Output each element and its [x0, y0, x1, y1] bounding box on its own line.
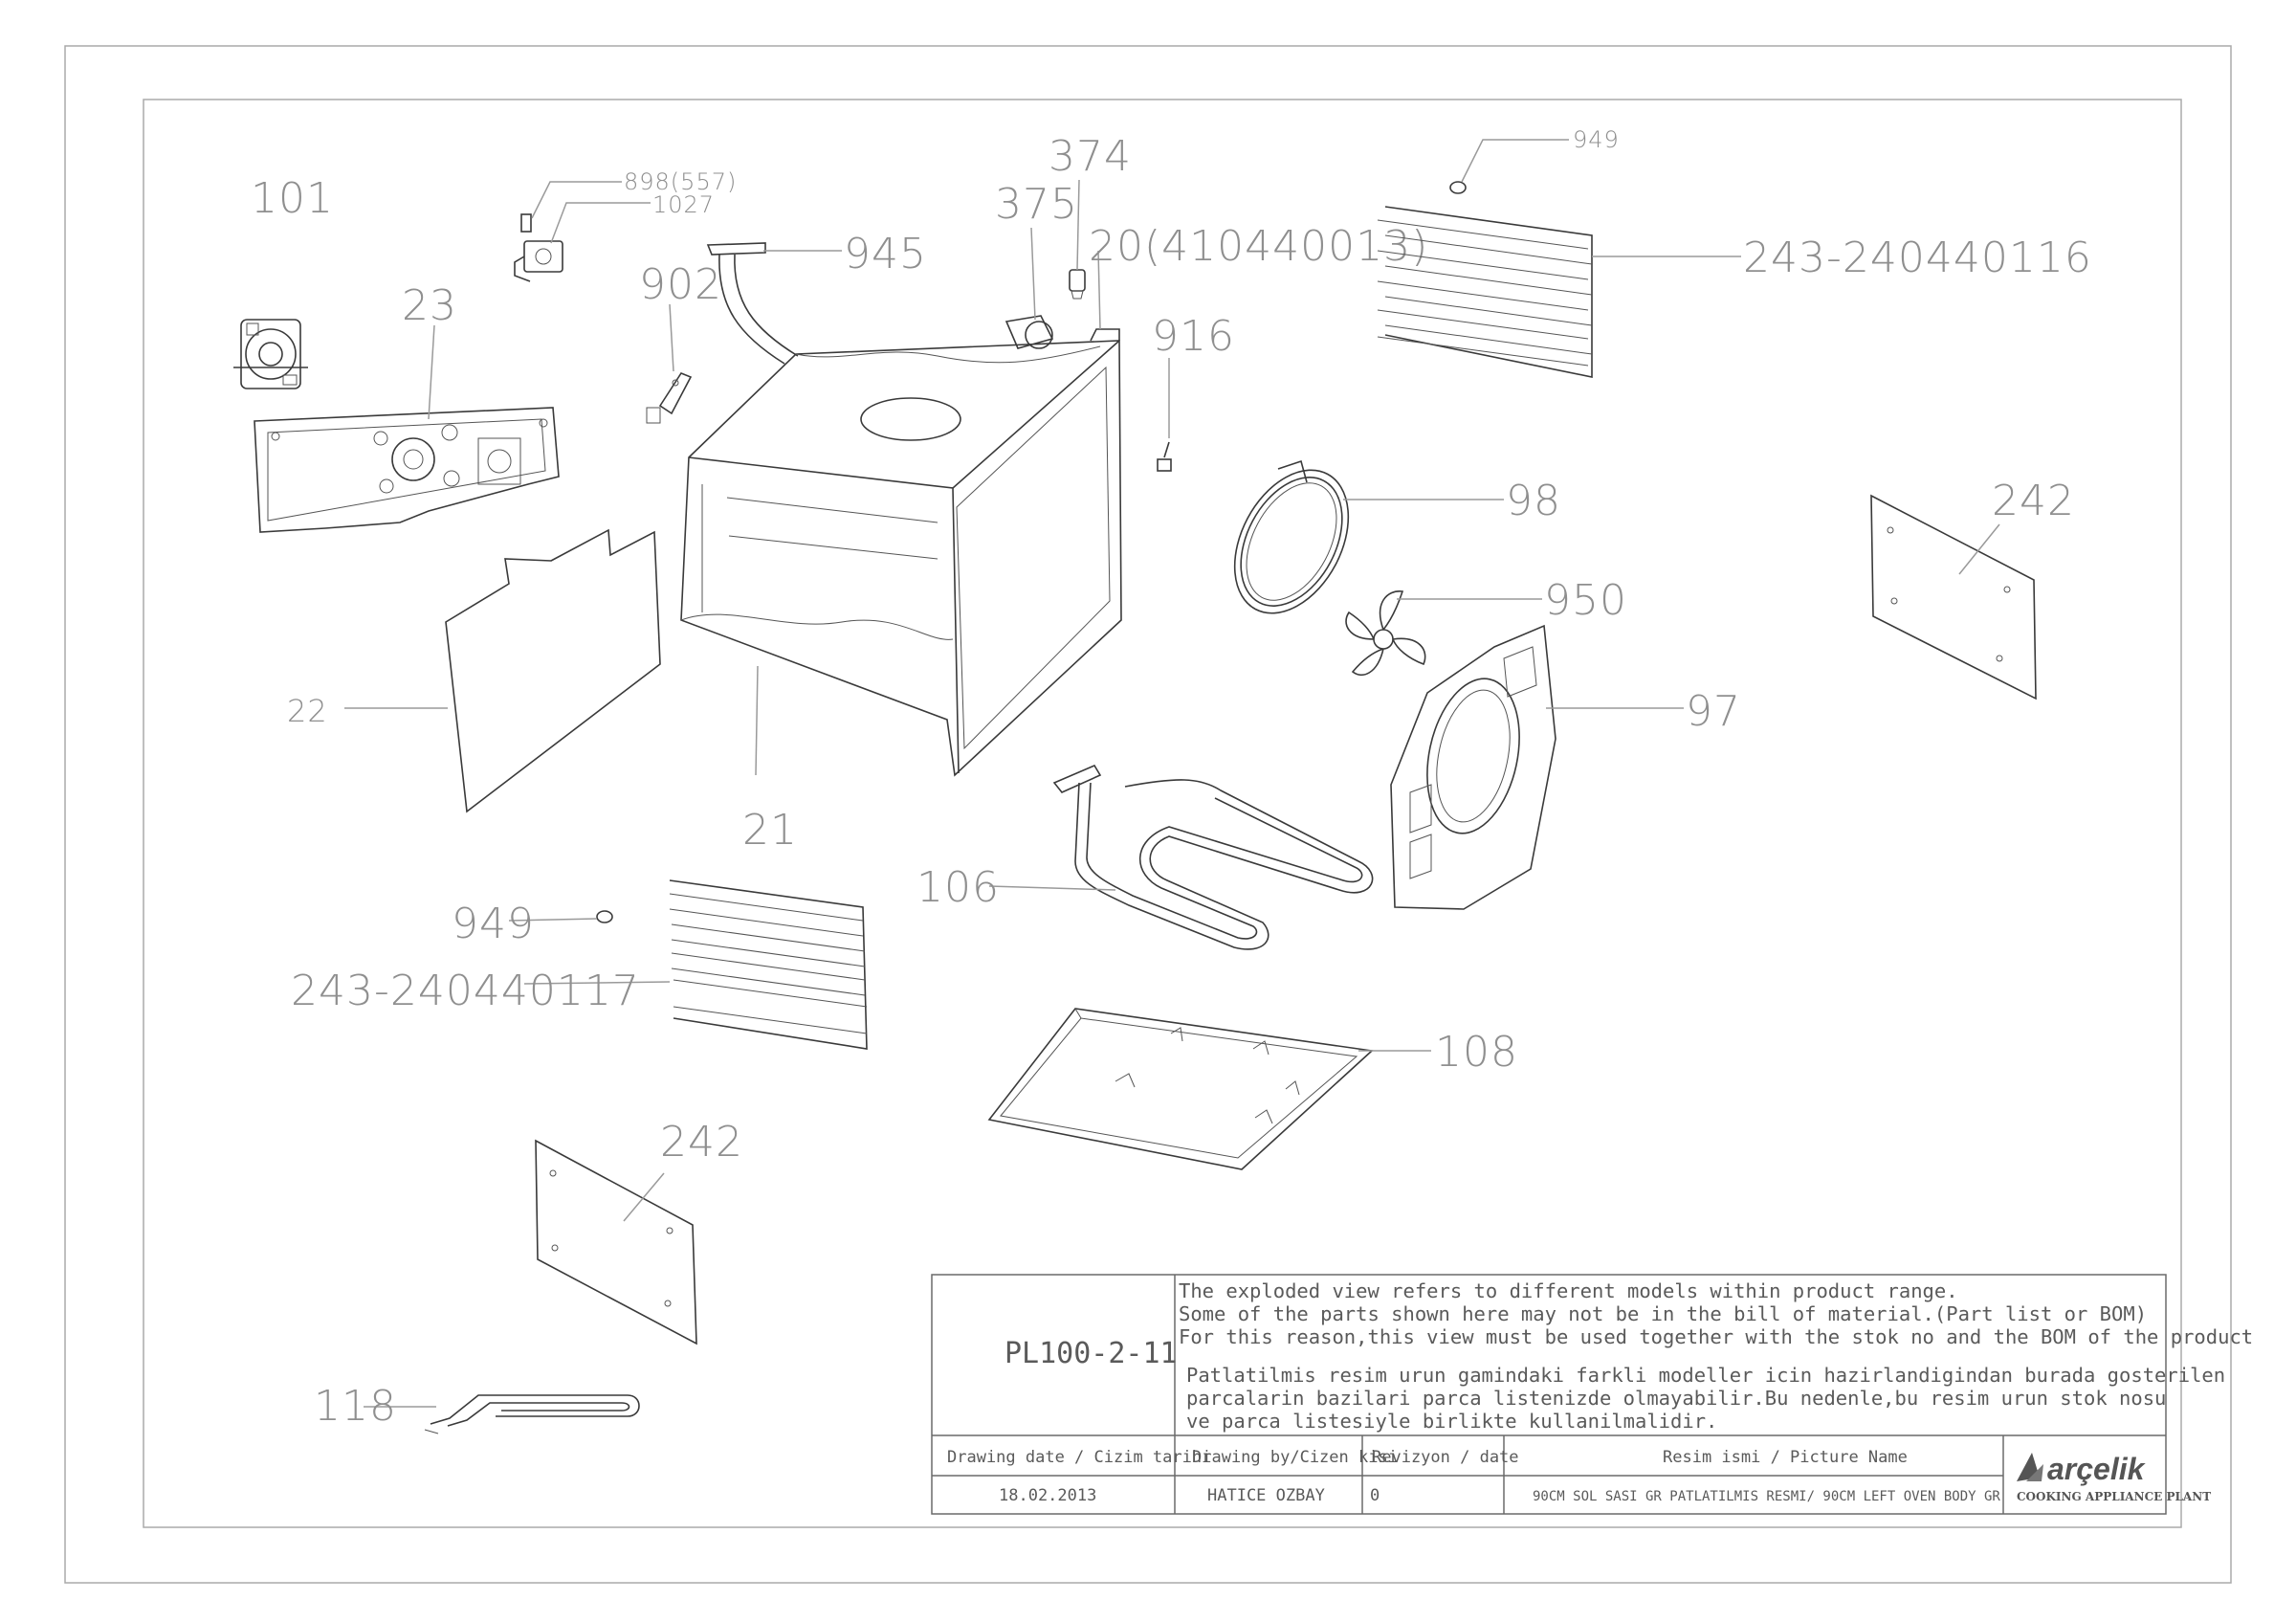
- brand-logo: [2017, 1453, 2043, 1481]
- part-945-cable: [706, 242, 799, 365]
- value-revision: 0: [1370, 1486, 1380, 1505]
- label-101: 101: [251, 174, 334, 223]
- value-picture-name: 90CM SOL SASI GR PATLATILMIS RESMI/ 90CM…: [1533, 1489, 2000, 1504]
- label-20: 20(410440013): [1089, 222, 1428, 271]
- part-106-heating-element: [1052, 764, 1374, 950]
- title-block: [931, 1274, 2167, 1515]
- header-drawing-by: Drawing by/Cizen kisi: [1192, 1448, 1398, 1467]
- part-118-lower-heater: [424, 1394, 640, 1434]
- header-drawing-date: Drawing date / Cizim tarihi: [947, 1448, 1211, 1467]
- part-108-bottom-tray: [987, 1008, 1374, 1170]
- label-898: 898(557): [624, 168, 737, 195]
- part-243-side-rack-left: [669, 879, 868, 1050]
- part-374-lamp-bulb: [1069, 269, 1086, 300]
- note-en-2: Some of the parts shown here may not be …: [1179, 1302, 2147, 1325]
- part-22-side-insulation: [445, 528, 661, 813]
- note-tr-2: parcalarin bazilari parca listenizde olm…: [1186, 1387, 2166, 1410]
- value-drawing-date: 18.02.2013: [999, 1486, 1096, 1505]
- part-375-lamp-holder: [1004, 315, 1054, 349]
- part-243-side-rack-right: [1377, 206, 1593, 378]
- label-22: 22: [287, 693, 328, 729]
- label-106: 106: [916, 863, 1000, 912]
- note-tr-1: Patlatilmis resim urun gamindaki farkli …: [1186, 1364, 2225, 1387]
- part-98-fan-gasket: [1233, 459, 1350, 614]
- label-902: 902: [639, 260, 722, 309]
- part-950-fan-blade: [1345, 590, 1426, 677]
- label-21: 21: [742, 806, 798, 855]
- header-revision: Revizyon / date: [1372, 1448, 1519, 1467]
- part-949-clip-lower: [596, 910, 613, 923]
- part-949-clip-upper: [1449, 181, 1467, 194]
- label-1027: 1027: [652, 191, 715, 218]
- label-108: 108: [1435, 1028, 1518, 1077]
- part-242-insulation-right: [1870, 494, 2037, 700]
- note-en-1: The exploded view refers to different mo…: [1179, 1279, 1958, 1302]
- part-20-oven-cavity: [680, 328, 1122, 777]
- label-98: 98: [1506, 477, 1561, 525]
- part-916-screw: [1157, 441, 1172, 472]
- label-916: 916: [1152, 312, 1235, 361]
- drawing-number: PL100-2-11: [1004, 1337, 1178, 1370]
- label-242-right: 242: [1992, 477, 2075, 525]
- label-118: 118: [314, 1382, 397, 1431]
- label-242-lower: 242: [660, 1118, 743, 1167]
- brand-name: arçelik: [2047, 1452, 2147, 1486]
- label-97: 97: [1686, 687, 1741, 736]
- note-en-3: For this reason,this view must be used t…: [1179, 1325, 2253, 1348]
- label-243-lower: 243-240440117: [291, 967, 640, 1015]
- part-101-motor: [233, 319, 308, 389]
- brand-plant: COOKING APPLIANCE PLANT: [2017, 1490, 2211, 1503]
- inner-border: [143, 99, 2182, 1528]
- part-898-1027-thermostat: [514, 213, 563, 282]
- part-902-bracket: [646, 372, 693, 424]
- label-23: 23: [402, 281, 457, 330]
- part-242-insulation-lower: [535, 1139, 697, 1345]
- label-375: 375: [995, 180, 1078, 229]
- value-drawing-by: HATICE OZBAY: [1207, 1486, 1325, 1505]
- label-949-upper: 949: [1573, 126, 1620, 153]
- part-23-rear-panel: [254, 407, 560, 533]
- note-tr-3: ve parca listesiyle birlikte kullanilmal…: [1186, 1410, 1717, 1433]
- label-374: 374: [1049, 132, 1132, 181]
- label-950: 950: [1544, 576, 1627, 625]
- part-97-fan-cover: [1390, 624, 1556, 910]
- header-picture-name: Resim ismi / Picture Name: [1663, 1448, 1908, 1467]
- label-945: 945: [844, 230, 927, 278]
- label-949-lower: 949: [452, 900, 535, 948]
- label-243-upper: 243-240440116: [1743, 233, 2092, 282]
- outer-border: [64, 45, 2232, 1584]
